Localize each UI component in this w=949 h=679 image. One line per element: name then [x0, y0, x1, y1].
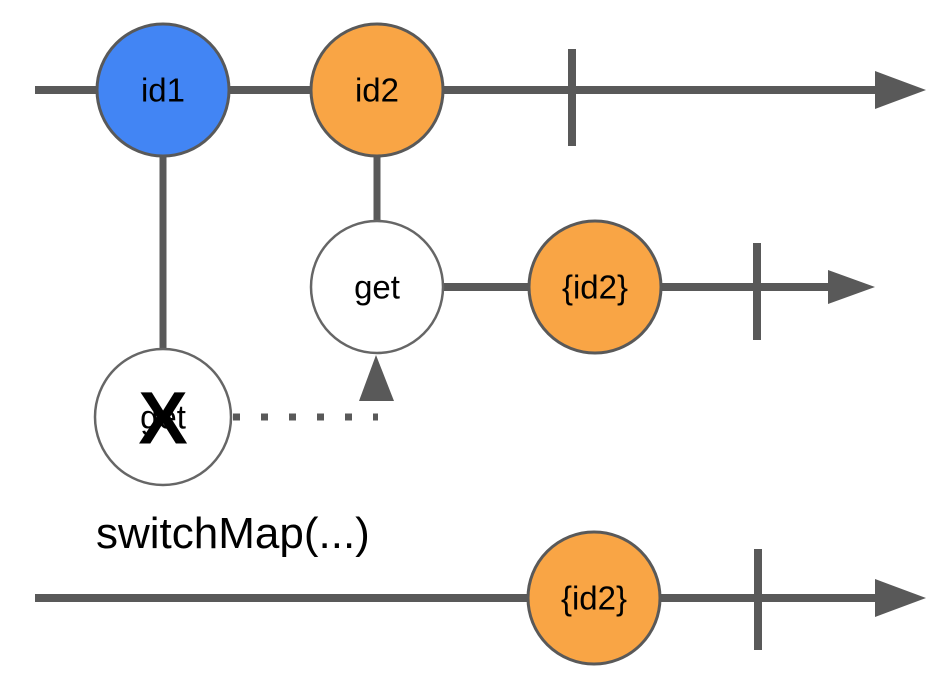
output-timeline: {id2} [35, 530, 926, 666]
marble-output-result [526, 530, 662, 666]
marble-id2 [309, 22, 445, 158]
source-timeline: id1 id2 [35, 22, 926, 158]
inner-timeline-arrow-icon [828, 270, 875, 304]
inner-timeline: get {id2} [309, 219, 875, 355]
operator-label: switchMap(...) [96, 509, 370, 558]
marble-id1-label: id1 [141, 72, 185, 109]
switch-up-arrow-icon [359, 355, 394, 401]
output-timeline-arrow-icon [875, 579, 926, 617]
cancel-x-marker: X [138, 377, 187, 460]
marble-id1 [95, 22, 231, 158]
source-timeline-arrow-icon [875, 71, 926, 109]
marble-id2-label: id2 [355, 72, 399, 109]
marble-cancelled-get-label: get [140, 399, 186, 436]
marble-inner-result [527, 219, 663, 355]
marble-cancelled-get [93, 347, 233, 487]
marble-get-request-label: get [354, 269, 400, 306]
marble-output-result-label: {id2} [561, 580, 627, 617]
marble-inner-result-label: {id2} [562, 269, 628, 306]
marble-get-request [309, 219, 445, 355]
cancelled-request-group: get X [93, 347, 394, 487]
